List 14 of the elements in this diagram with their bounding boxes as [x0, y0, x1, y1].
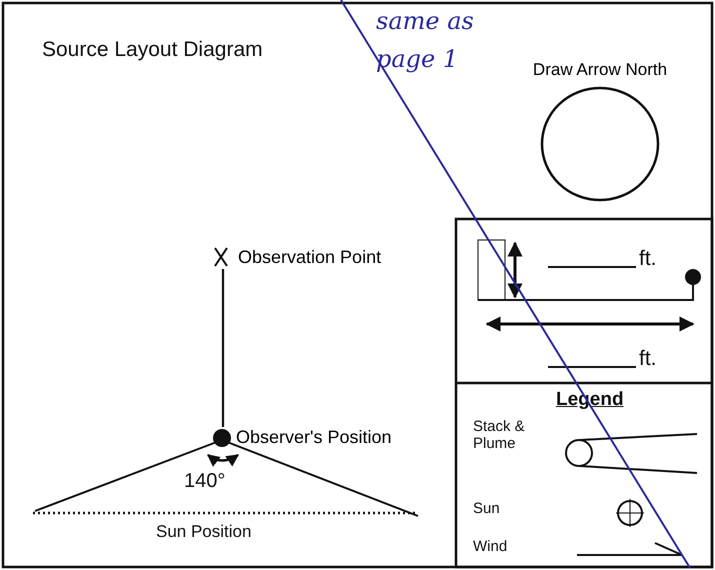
position-label: Observer's Position: [236, 427, 392, 448]
unit-label: ft.: [639, 347, 657, 371]
angle-label: 140°: [184, 470, 226, 493]
legend-text: Stack & Plume: [473, 418, 526, 452]
diagram-title: Source Layout Diagram: [42, 38, 263, 62]
unit-label: ft.: [639, 247, 657, 271]
point-label: Observation Point: [238, 246, 382, 268]
sun-position-label: Sun Position: [156, 522, 252, 542]
connector-line: [222, 269, 224, 427]
observation-point-marker: [212, 245, 382, 269]
legend-text: Wind: [473, 538, 508, 555]
handwritten-note: same as page 1: [376, 6, 475, 75]
instruction-text: Draw Arrow North: [532, 60, 668, 80]
legend-text: Sun: [473, 500, 501, 517]
